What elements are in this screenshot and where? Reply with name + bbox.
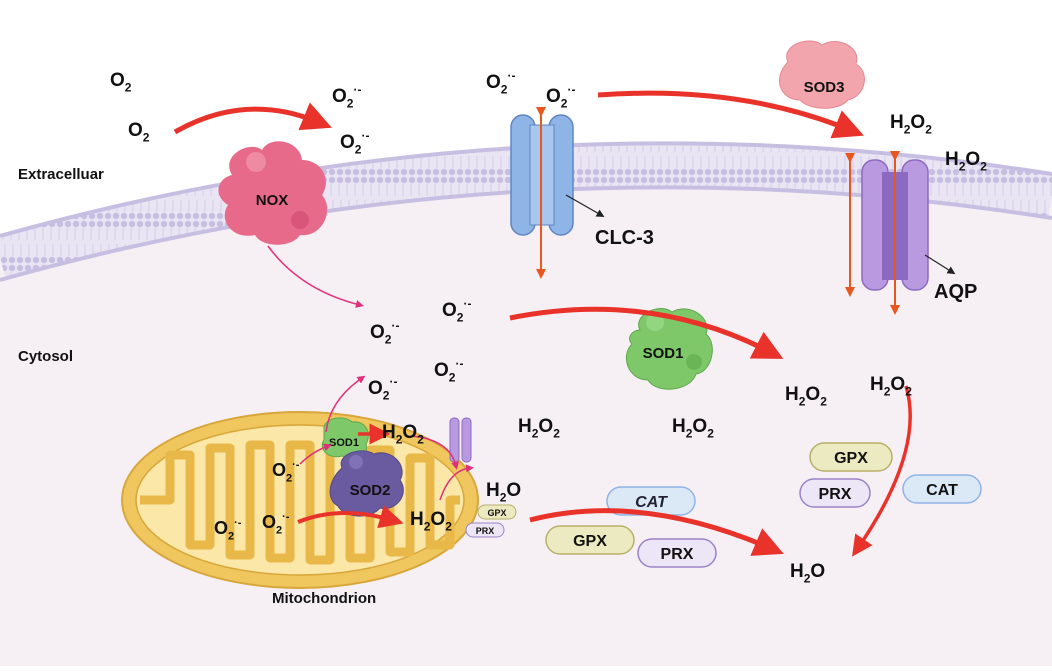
nox-enzyme: NOX — [218, 141, 328, 245]
gpx-mito-pill: GPX — [477, 504, 517, 520]
arrow-channel-loop — [439, 464, 474, 501]
arrow-h2o2-to-channel — [411, 435, 459, 470]
label-extracellular: Extracelluar — [18, 166, 104, 183]
prx-mito-pill: PRX — [465, 522, 505, 538]
o2-label: O2 — [110, 70, 132, 95]
cat-mid-pill: CAT — [606, 486, 696, 516]
cat-right-pill: CAT — [902, 474, 982, 504]
sod1-cytosol-label: SOD1 — [643, 345, 684, 362]
arrow-mito-sod1-in — [299, 443, 332, 465]
arrow-h2o2-to-h2o-right — [852, 385, 912, 557]
mito-channel — [449, 417, 472, 463]
h2o-mito-label: H2O — [486, 480, 521, 505]
cat-right-label: CAT — [926, 482, 958, 499]
superoxide-label: O2·- — [546, 82, 575, 110]
sod2-label: SOD2 — [350, 482, 391, 499]
h2o2-label: H2O2 — [518, 416, 560, 441]
h2o2-label: H2O2 — [945, 149, 987, 174]
prx-mid-pill: PRX — [637, 538, 717, 568]
cat-mid-label: CAT — [635, 494, 668, 511]
sod3-label: SOD3 — [804, 79, 845, 96]
superoxide-mito-label: O2·- — [214, 517, 242, 543]
aqp-label: AQP — [934, 281, 977, 303]
gpx-right-label: GPX — [834, 450, 868, 467]
clc3-label: CLC-3 — [595, 227, 654, 249]
superoxide-label: O2·- — [370, 318, 399, 346]
h2o2-mito-label: H2O2 — [410, 509, 452, 534]
h2o2-label: H2O2 — [870, 374, 912, 399]
sod1-cytosol-enzyme: SOD1 — [626, 307, 713, 390]
h2o2-label: H2O2 — [672, 416, 714, 441]
prx-mito-label: PRX — [476, 526, 495, 536]
superoxide-label: O2·- — [434, 356, 463, 384]
arrow-mito-out — [325, 375, 366, 433]
h2o2-mito-label: H2O2 — [382, 422, 424, 447]
aqp-channel: AQP — [845, 151, 977, 315]
o2-label: O2 — [128, 120, 150, 145]
superoxide-label: O2·- — [442, 296, 471, 324]
superoxide-label: O2·- — [368, 374, 397, 402]
clc3-channel: CLC-3 — [510, 107, 654, 279]
gpx-mito-label: GPX — [487, 508, 506, 518]
sod1-mito-enzyme: SOD1 — [321, 417, 369, 459]
prx-right-pill: PRX — [799, 478, 871, 508]
arrow-superoxide-to-h2o2-extra — [597, 90, 864, 139]
label-cytosol: Cytosol — [18, 348, 73, 365]
h2o2-label: H2O2 — [890, 112, 932, 137]
h2o-label: H2O — [790, 561, 825, 586]
h2o2-label: H2O2 — [785, 384, 827, 409]
label-mitochondrion: Mitochondrion — [272, 590, 376, 607]
superoxide-label: O2·- — [340, 128, 369, 156]
superoxide-mito-label: O2·- — [262, 511, 290, 537]
arrow-o2-to-superoxide — [173, 102, 332, 135]
prx-right-label: PRX — [819, 486, 852, 503]
superoxide-label: O2·- — [486, 68, 515, 96]
sod3-enzyme: SOD3 — [779, 40, 865, 109]
arrow-h2o2-to-h2o-mid — [529, 508, 784, 556]
arrow-superoxide-to-h2o2-cyto — [509, 306, 784, 359]
gpx-mid-pill: GPX — [545, 525, 635, 555]
gpx-mid-label: GPX — [573, 533, 607, 550]
arrow-nox-to-cytosol — [267, 245, 364, 308]
nox-label: NOX — [256, 192, 289, 209]
arrow-mito-sod2 — [297, 505, 404, 529]
sod2-enzyme: SOD2 — [329, 450, 404, 517]
prx-mid-label: PRX — [661, 546, 694, 563]
gpx-right-pill: GPX — [809, 442, 893, 472]
superoxide-label: O2·- — [332, 82, 361, 110]
sod1-mito-label: SOD1 — [329, 437, 359, 449]
superoxide-mito-label: O2·- — [272, 459, 300, 485]
molecule-labels: O2O2O2·-O2·-O2·-O2·-H2O2H2O2O2·-O2·-O2·-… — [110, 68, 987, 585]
